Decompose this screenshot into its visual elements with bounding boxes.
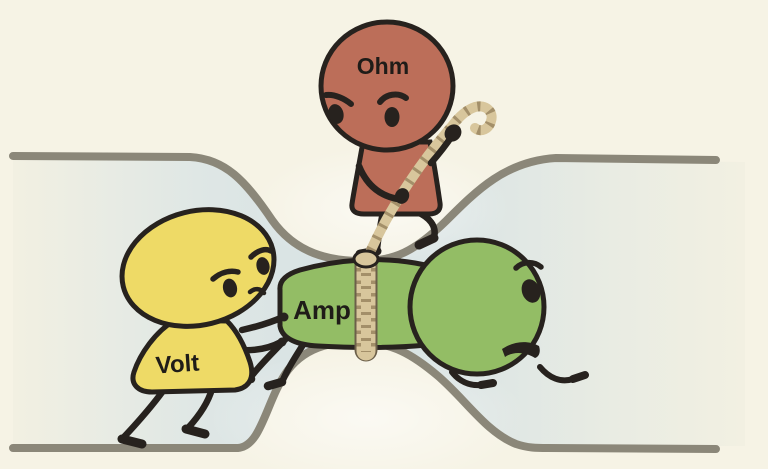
volt-mouth xyxy=(247,286,267,296)
volt-hand-upper xyxy=(279,312,289,322)
ohm-arm-left xyxy=(355,162,402,203)
character-volt: Volt xyxy=(117,207,289,449)
amp-eye xyxy=(521,279,541,303)
volt-hand-lower xyxy=(277,337,287,347)
amp-mouth xyxy=(502,342,540,358)
ohm-foot-right xyxy=(414,233,439,250)
ohm-eyebrow-left xyxy=(323,91,354,107)
ohm-body xyxy=(349,139,443,217)
ohm-arms xyxy=(355,124,462,204)
amp-hand-under-chin xyxy=(477,379,497,389)
volt-eyebrow-right xyxy=(248,246,274,260)
volt-eyebrow-left xyxy=(210,268,241,282)
ohm-eye-right xyxy=(384,107,400,127)
rope-knot xyxy=(352,249,380,269)
volt-eye-left xyxy=(222,278,238,298)
amp-head xyxy=(407,237,547,377)
ohm-hand-left xyxy=(394,188,410,204)
ohm-label: Ohm xyxy=(357,53,409,79)
character-ohm: Ohm xyxy=(318,19,456,259)
rope xyxy=(352,101,497,362)
ohm-eyebrow-right xyxy=(377,91,409,105)
volt-leg-left xyxy=(120,387,167,441)
amp-label: Amp xyxy=(293,295,351,325)
ohm-hand-right xyxy=(444,124,462,142)
hump-highlight xyxy=(208,348,528,469)
volt-foot-left xyxy=(117,434,147,449)
ohm-head xyxy=(318,19,456,153)
volt-label: Volt xyxy=(155,350,200,380)
amp-foot-right xyxy=(569,371,589,383)
volt-eye-right xyxy=(256,257,270,275)
volt-foot-right xyxy=(181,424,210,439)
amp-eyebrow xyxy=(513,259,544,271)
ohm-eye-left xyxy=(328,104,344,124)
volt-body xyxy=(130,317,255,395)
amp-foot-front xyxy=(263,377,287,391)
